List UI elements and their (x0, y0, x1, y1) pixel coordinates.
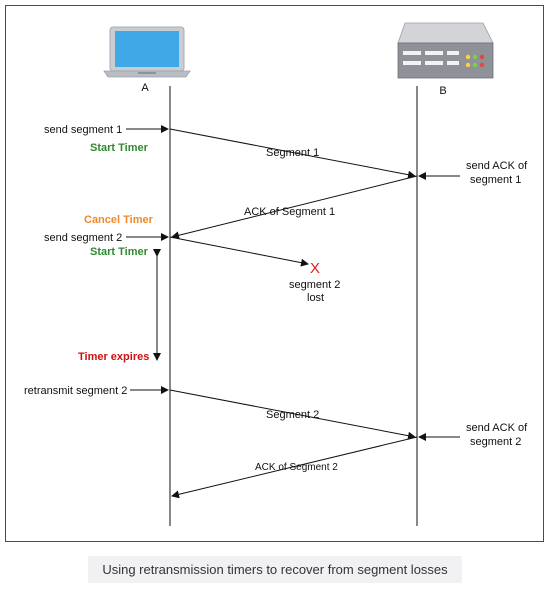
segment-2-arrow (169, 389, 416, 440)
start-timer-2-label: Start Timer (90, 246, 149, 258)
segment-1-arrow (169, 128, 416, 179)
segment-2-lost-arrow (169, 236, 309, 267)
send-ack-2-label-line2: segment 2 (470, 436, 521, 448)
segment-2-lost-label-line1: segment 2 (289, 279, 340, 291)
host-b-label: B (439, 85, 446, 97)
ack-segment-1-arrow (171, 175, 418, 240)
cancel-timer-label: Cancel Timer (84, 214, 154, 226)
start-timer-1-label: Start Timer (90, 142, 149, 154)
retransmit-segment-2-label: retransmit segment 2 (24, 385, 127, 397)
ack-segment-2-arrow (171, 436, 418, 499)
diagram-frame (5, 5, 544, 542)
server-icon (397, 22, 494, 79)
segment-2-lost-label-line2: lost (307, 292, 324, 304)
lost-marker-icon: X (310, 260, 320, 277)
send-ack-1-label-line1: send ACK of (466, 160, 528, 172)
host-a-label: A (141, 82, 149, 94)
segment-1-label: Segment 1 (266, 147, 319, 159)
timer-expires-label: Timer expires (78, 351, 149, 363)
laptop-icon (103, 26, 191, 78)
send-ack-2-label-line1: send ACK of (466, 422, 528, 434)
ack-segment-1-label: ACK of Segment 1 (244, 206, 335, 218)
caption-box: Using retransmission timers to recover f… (88, 556, 462, 583)
caption: Using retransmission timers to recover f… (102, 562, 448, 577)
send-segment-1-label: send segment 1 (44, 124, 122, 136)
send-segment-2-label: send segment 2 (44, 232, 122, 244)
sequence-diagram: A B send segment 1 Start Timer Segment 1… (24, 22, 528, 526)
send-ack-1-label-line2: segment 1 (470, 174, 521, 186)
segment-2-label: Segment 2 (266, 409, 319, 421)
ack-segment-2-label: ACK of Segment 2 (255, 462, 338, 473)
